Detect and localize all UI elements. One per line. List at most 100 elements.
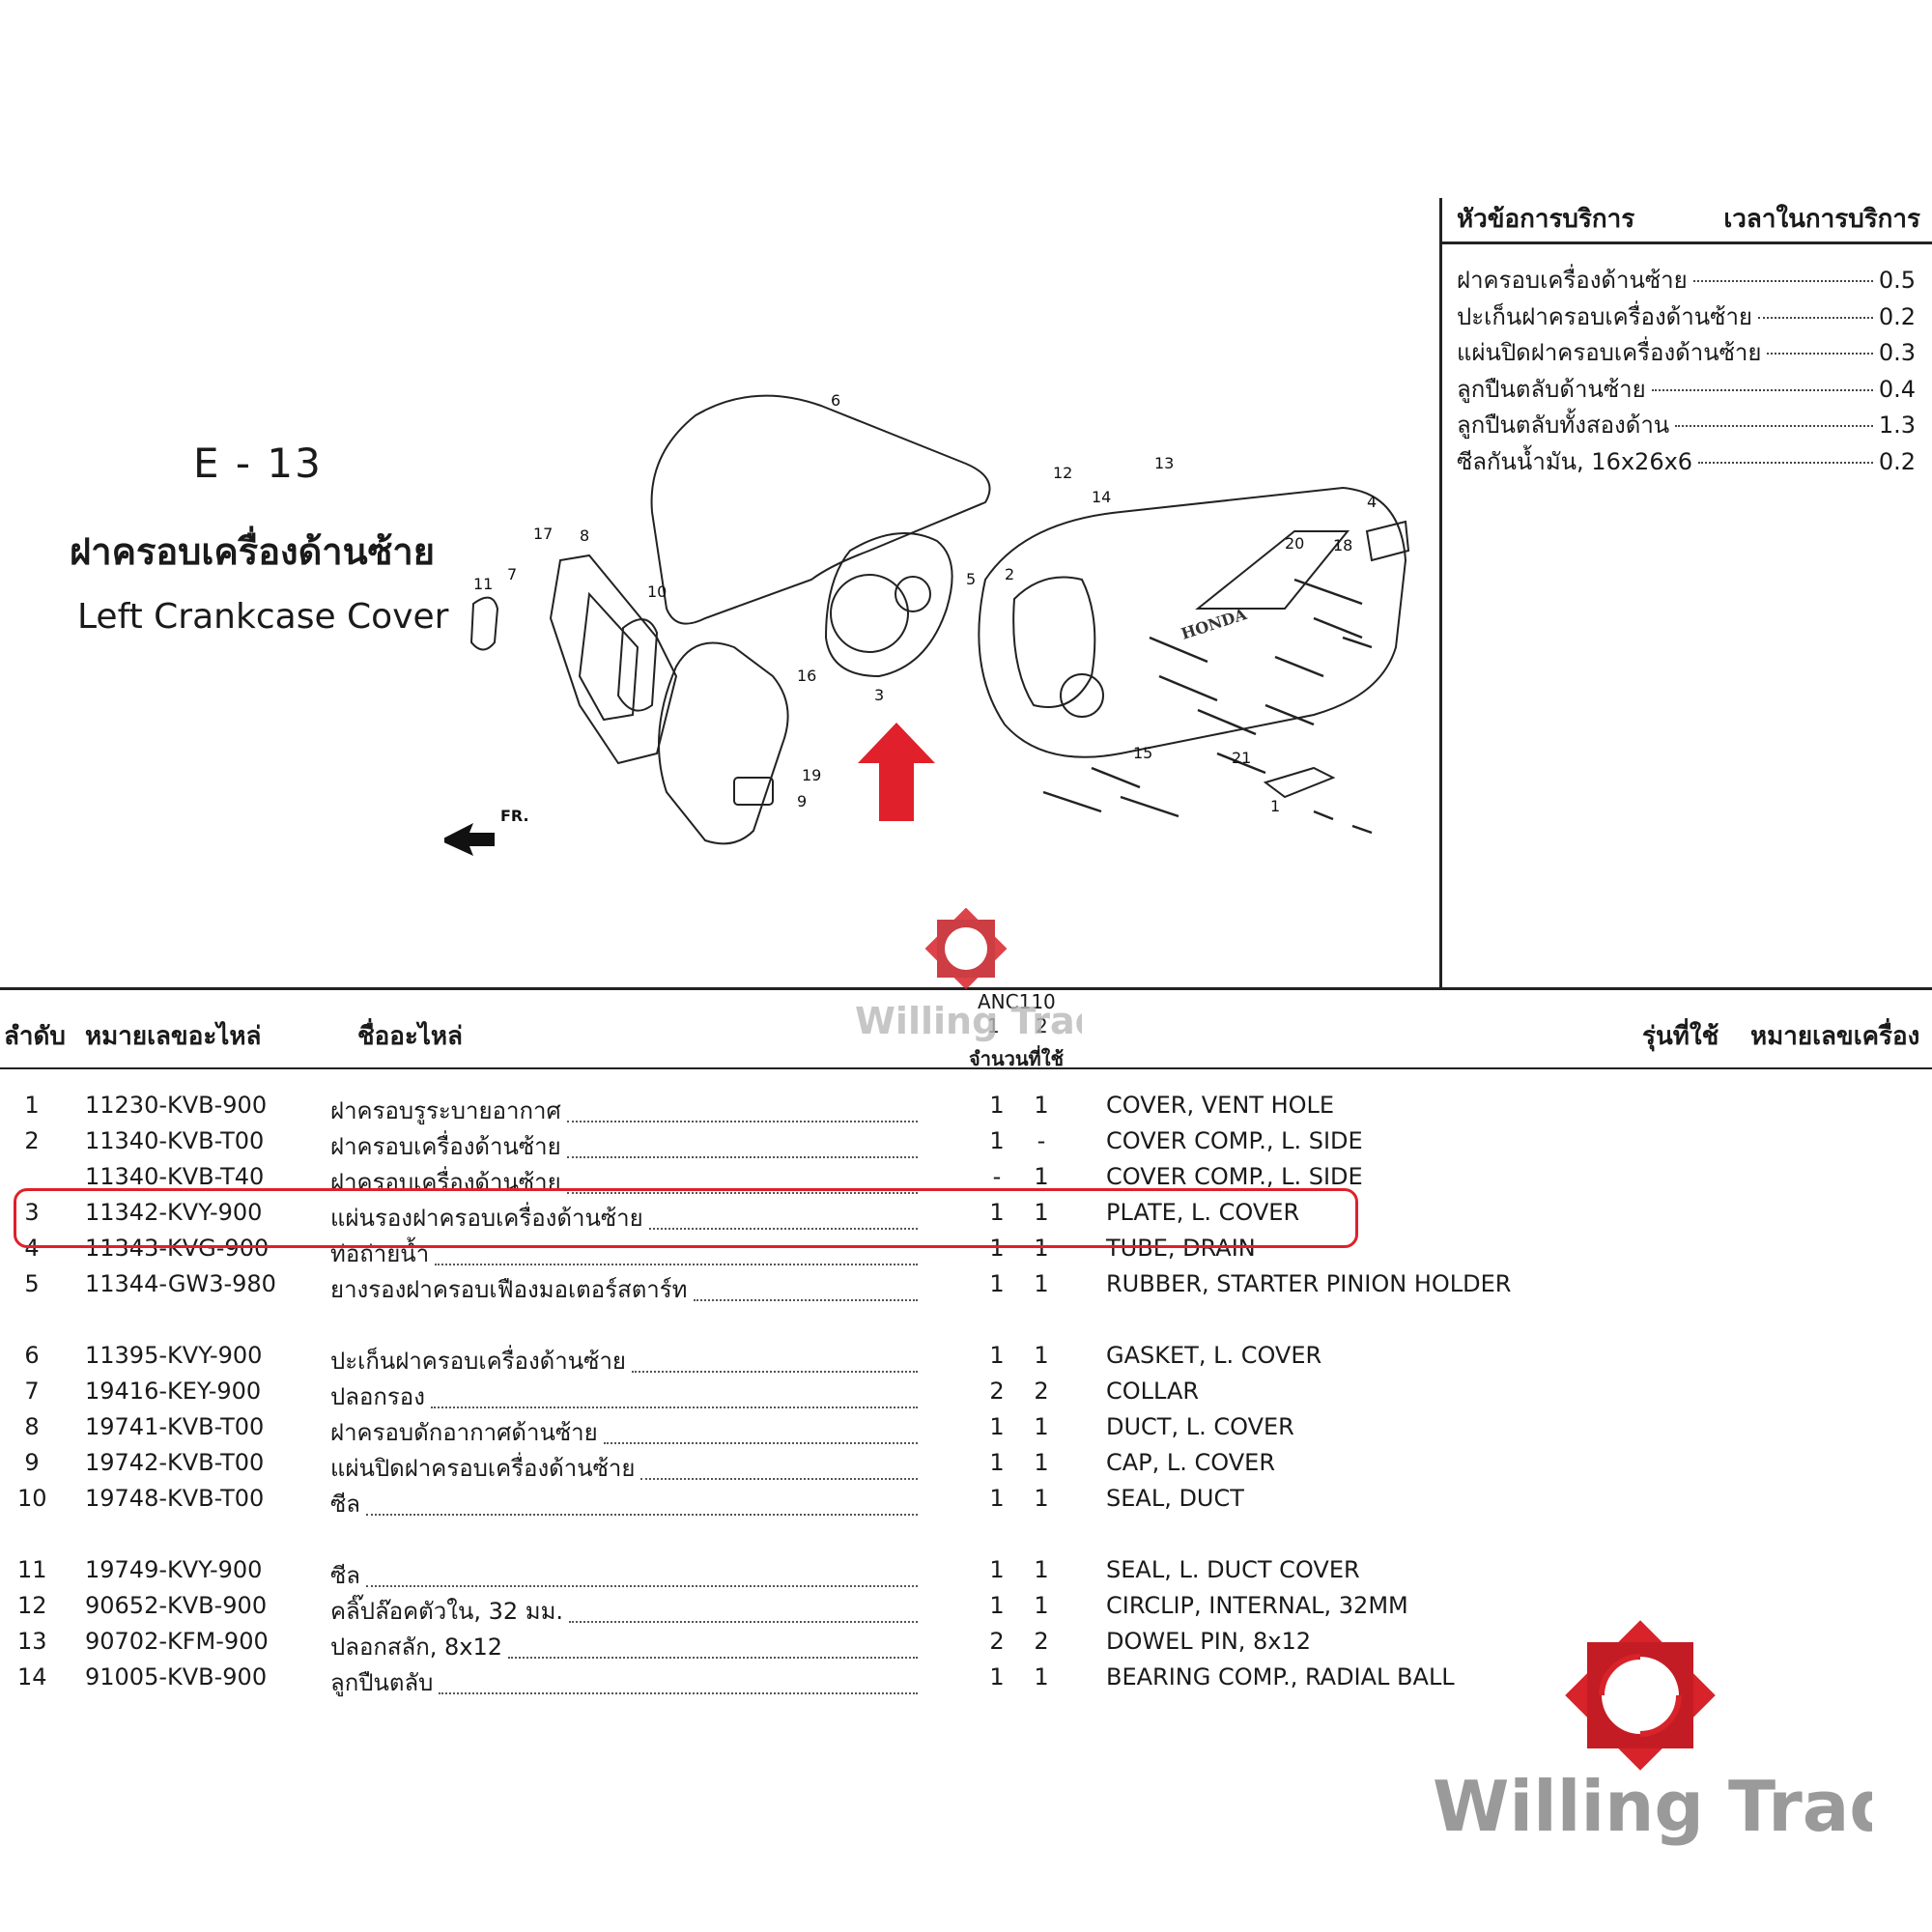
row-index: 12 <box>17 1592 47 1619</box>
leader-dots <box>430 1371 918 1408</box>
section-code: E - 13 <box>193 440 323 487</box>
row-thai-name: ท่อถ่ายน้ำ <box>330 1235 922 1272</box>
leader-dots <box>566 1085 918 1122</box>
service-header-rule <box>1442 242 1932 244</box>
row-qty-variant-1: 1 <box>989 1342 1005 1369</box>
service-item-time: 0.2 <box>1878 302 1916 330</box>
row-thai-name: ฝาครอบดักอากาศด้านซ้าย <box>330 1413 922 1451</box>
row-thai-name-text: ปลอกรอง <box>330 1383 425 1410</box>
watermark-small-text: Willing Trade <box>855 1000 1082 1042</box>
service-topic-header: หัวข้อการบริการ <box>1457 205 1635 234</box>
callout-label: 13 <box>1154 454 1174 472</box>
leader-dots <box>1675 425 1873 427</box>
row-qty-variant-2: 1 <box>1034 1270 1049 1297</box>
row-english-name: CAP, L. COVER <box>1106 1449 1276 1476</box>
callout-label: 7 <box>507 565 517 583</box>
cap-outline <box>658 641 789 845</box>
cover-outline <box>978 486 1407 758</box>
row-index: 2 <box>24 1127 40 1154</box>
service-item-label: ปะเก็นฝาครอบเครื่องด้านซ้าย <box>1457 302 1752 330</box>
exploded-parts-diagram: FR. HONDA 123456789101112131415161718192… <box>444 391 1410 856</box>
gasket-outline <box>650 394 991 625</box>
col-header-no: ลำดับ <box>4 1022 66 1051</box>
row-thai-name-text: ฝาครอบเครื่องด้านซ้าย <box>330 1169 561 1196</box>
leader-dots <box>640 1442 918 1480</box>
row-thai-name-text: คลิ๊ปล๊อคตัวใน, 32 มม. <box>330 1598 564 1625</box>
leader-dots <box>508 1621 918 1659</box>
leader-dots <box>648 1192 918 1230</box>
variant-2-header: 2 <box>1036 1014 1048 1037</box>
row-thai-name: ปะเก็นฝาครอบเครื่องด้านซ้าย <box>330 1342 922 1379</box>
watermark-text: Willing Trade <box>1433 1766 1872 1847</box>
row-thai-name-text: ฝาครอบรูระบายอากาศ <box>330 1097 561 1124</box>
leader-dots <box>566 1121 918 1158</box>
row-qty-variant-2: 1 <box>1034 1592 1049 1619</box>
row-thai-name-text: แผ่นปิดฝาครอบเครื่องด้านซ้าย <box>330 1455 636 1482</box>
row-thai-name-text: แผ่นรองฝาครอบเครื่องด้านซ้าย <box>330 1205 643 1232</box>
service-item-label: ลูกปืนตลับทั้งสองด้าน <box>1457 412 1670 439</box>
row-thai-name: ลูกปืนตลับ <box>330 1663 922 1701</box>
row-qty-variant-1: 1 <box>989 1235 1005 1262</box>
service-item-label: ลูกปืนตลับด้านซ้าย <box>1457 375 1646 403</box>
row-index: 4 <box>24 1235 40 1262</box>
service-item-label: ฝาครอบเครื่องด้านซ้าย <box>1457 267 1688 294</box>
row-thai-name: ฝาครอบเครื่องด้านซ้าย <box>330 1163 922 1201</box>
callout-label: 3 <box>874 686 884 704</box>
leader-dots <box>439 1657 918 1694</box>
col-header-engine-no: หมายเลขเครื่อง <box>1750 1022 1920 1051</box>
row-qty-variant-2: 1 <box>1034 1556 1049 1583</box>
row-qty-variant-2: 1 <box>1034 1342 1049 1369</box>
row-part-number: 11343-KVG-900 <box>85 1235 270 1262</box>
service-item-time: 0.3 <box>1878 339 1916 366</box>
row-part-number: 11395-KVY-900 <box>85 1342 263 1369</box>
row-thai-name: ปลอกสลัก, 8x12 <box>330 1628 922 1665</box>
row-part-number: 19416-KEY-900 <box>85 1378 262 1405</box>
row-qty-variant-1: 1 <box>989 1413 1005 1440</box>
leader-dots <box>693 1264 918 1301</box>
service-item-label: ซีลกันน้ำมัน, 16x26x6 <box>1457 447 1693 475</box>
leader-dots <box>603 1406 918 1444</box>
service-item-label: แผ่นปิดฝาครอบเครื่องด้านซ้าย <box>1457 339 1762 366</box>
service-item: ปะเก็นฝาครอบเครื่องด้านซ้าย 0.2 <box>1457 298 1916 334</box>
callout-label: 8 <box>580 526 589 545</box>
callout-label: 12 <box>1053 464 1072 482</box>
table-row: 4 11343-KVG-900 ท่อถ่ายน้ำ 1 1 TUBE, DRAIN <box>0 1235 1507 1270</box>
row-qty-variant-2: 1 <box>1034 1199 1049 1226</box>
row-english-name: TUBE, DRAIN <box>1106 1235 1256 1262</box>
service-item-time: 0.5 <box>1878 267 1916 294</box>
row-part-number: 19741-KVB-T00 <box>85 1413 265 1440</box>
row-qty-variant-1: 1 <box>989 1127 1005 1154</box>
service-list: ฝาครอบเครื่องด้านซ้าย 0.5 ปะเก็นฝาครอบเครื… <box>1457 261 1916 478</box>
leader-dots <box>1692 280 1873 282</box>
row-part-number: 11340-KVB-T00 <box>85 1127 265 1154</box>
row-index: 5 <box>24 1270 40 1297</box>
honda-stamp: HONDA <box>1179 605 1249 643</box>
callout-label: 16 <box>797 667 816 685</box>
callout-label: 15 <box>1133 744 1152 762</box>
page-title-english: Left Crankcase Cover <box>77 597 449 637</box>
row-part-number: 11344-GW3-980 <box>85 1270 276 1297</box>
row-part-number: 90652-KVB-900 <box>85 1592 268 1619</box>
row-index: 9 <box>24 1449 40 1476</box>
col-header-part-name: ชื่ออะไหล่ <box>357 1022 463 1051</box>
row-index: 6 <box>24 1342 40 1369</box>
row-qty-variant-2: 2 <box>1034 1628 1049 1655</box>
row-qty-variant-2: - <box>1037 1127 1046 1154</box>
row-thai-name-text: ฝาครอบดักอากาศด้านซ้าย <box>330 1419 598 1446</box>
row-english-name: PLATE, L. COVER <box>1106 1199 1300 1226</box>
row-qty-variant-2: 1 <box>1034 1235 1049 1262</box>
row-qty-variant-1: 1 <box>989 1592 1005 1619</box>
row-thai-name: แผ่นปิดฝาครอบเครื่องด้านซ้าย <box>330 1449 922 1487</box>
col-header-part-no: หมายเลขอะไหล่ <box>85 1022 262 1051</box>
row-index: 13 <box>17 1628 47 1655</box>
callout-label: 11 <box>473 575 493 593</box>
row-part-number: 90702-KFM-900 <box>85 1628 269 1655</box>
callout-label: 1 <box>1270 797 1280 815</box>
row-qty-variant-2: 1 <box>1034 1663 1049 1690</box>
